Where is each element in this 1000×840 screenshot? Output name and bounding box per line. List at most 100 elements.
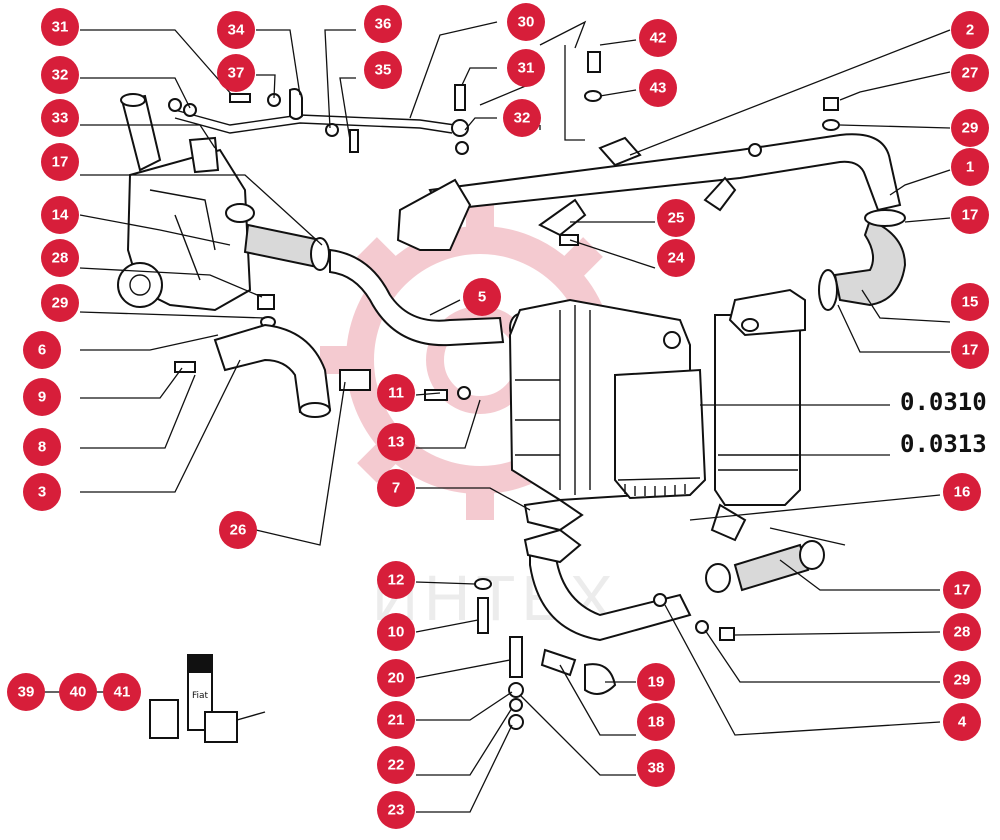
callout-label: 17 — [962, 342, 979, 359]
callout-22[interactable]: 22 — [377, 746, 415, 784]
callout-4[interactable]: 4 — [943, 703, 981, 741]
callout-label: 4 — [958, 714, 967, 731]
callout-label: 5 — [478, 289, 486, 306]
callout-25[interactable]: 25 — [657, 199, 695, 237]
callout-label: 2 — [966, 22, 974, 39]
callout-label: 24 — [668, 250, 685, 267]
callout-41[interactable]: 41 — [103, 673, 141, 711]
callout-label: 40 — [70, 684, 87, 701]
callout-label: 21 — [388, 712, 405, 729]
callout-label: 37 — [228, 65, 245, 82]
callout-label: 23 — [388, 802, 405, 819]
callout-label: 3 — [38, 484, 46, 501]
callout-label: 1 — [966, 159, 974, 176]
callout-39[interactable]: 39 — [7, 673, 45, 711]
callout-17[interactable]: 17 — [943, 571, 981, 609]
callout-40[interactable]: 40 — [59, 673, 97, 711]
bottle-label: Fiat — [192, 691, 209, 701]
callout-27[interactable]: 27 — [951, 54, 989, 92]
callout-label: 31 — [518, 60, 535, 77]
callout-17[interactable]: 17 — [951, 196, 989, 234]
callout-37[interactable]: 37 — [217, 54, 255, 92]
long-upper-pipe — [396, 133, 902, 251]
callout-29[interactable]: 29 — [951, 109, 989, 147]
callout-label: 32 — [52, 67, 69, 84]
callout-label: 36 — [375, 16, 392, 33]
left-rubber-hose — [225, 203, 330, 271]
callout-label: 29 — [52, 295, 69, 312]
callout-6[interactable]: 6 — [23, 331, 61, 369]
callout-20[interactable]: 20 — [377, 659, 415, 697]
callout-13[interactable]: 13 — [377, 423, 415, 461]
callout-label: 27 — [962, 65, 979, 82]
callout-label: 25 — [668, 210, 685, 227]
callout-28[interactable]: 28 — [41, 239, 79, 277]
bottle-cap — [188, 655, 212, 673]
callout-5[interactable]: 5 — [463, 278, 501, 316]
callout-23[interactable]: 23 — [377, 791, 415, 829]
water-pump-assembly — [117, 93, 252, 312]
sealant-kit: Fiat — [149, 654, 266, 743]
callout-label: 17 — [52, 154, 69, 171]
callout-36[interactable]: 36 — [364, 5, 402, 43]
part-code-0310: 0.0310 — [900, 388, 987, 416]
callout-29[interactable]: 29 — [943, 661, 981, 699]
callout-label: 30 — [518, 14, 535, 31]
callout-21[interactable]: 21 — [377, 701, 415, 739]
callout-1[interactable]: 1 — [951, 148, 989, 186]
callout-17[interactable]: 17 — [951, 331, 989, 369]
callout-label: 22 — [388, 757, 405, 774]
callout-30[interactable]: 30 — [507, 3, 545, 41]
callout-28[interactable]: 28 — [943, 613, 981, 651]
callout-9[interactable]: 9 — [23, 378, 61, 416]
callout-label: 26 — [230, 522, 247, 539]
callout-label: 19 — [648, 674, 665, 691]
callout-10[interactable]: 10 — [377, 613, 415, 651]
callout-35[interactable]: 35 — [364, 51, 402, 89]
callout-26[interactable]: 26 — [219, 511, 257, 549]
callout-18[interactable]: 18 — [637, 703, 675, 741]
part-code-0313: 0.0313 — [900, 430, 987, 458]
callout-19[interactable]: 19 — [637, 663, 675, 701]
callout-29[interactable]: 29 — [41, 284, 79, 322]
callout-16[interactable]: 16 — [943, 473, 981, 511]
callout-label: 9 — [38, 389, 46, 406]
callout-label: 29 — [954, 672, 971, 689]
callout-3[interactable]: 3 — [23, 473, 61, 511]
callout-label: 28 — [954, 624, 971, 641]
callout-label: 29 — [962, 120, 979, 137]
right-rubber-hose — [818, 209, 907, 311]
callout-11[interactable]: 11 — [377, 374, 415, 412]
callout-33[interactable]: 33 — [41, 99, 79, 137]
callout-label: 28 — [52, 250, 69, 267]
callout-42[interactable]: 42 — [639, 19, 677, 57]
callout-12[interactable]: 12 — [377, 561, 415, 599]
oil-cooler-canister — [710, 288, 806, 542]
callout-label: 8 — [38, 439, 46, 456]
callout-43[interactable]: 43 — [639, 69, 677, 107]
callout-7[interactable]: 7 — [377, 469, 415, 507]
callout-31[interactable]: 31 — [41, 8, 79, 46]
callout-15[interactable]: 15 — [951, 283, 989, 321]
callout-label: 34 — [228, 22, 245, 39]
callout-17[interactable]: 17 — [41, 143, 79, 181]
callout-label: 39 — [18, 684, 35, 701]
callout-label: 18 — [648, 714, 665, 731]
callout-34[interactable]: 34 — [217, 11, 255, 49]
callout-8[interactable]: 8 — [23, 428, 61, 466]
callout-24[interactable]: 24 — [657, 239, 695, 277]
callout-38[interactable]: 38 — [637, 749, 675, 787]
callout-32[interactable]: 32 — [41, 56, 79, 94]
callout-31[interactable]: 31 — [507, 49, 545, 87]
callout-label: 17 — [962, 207, 979, 224]
callout-label: 7 — [392, 480, 400, 497]
callout-label: 31 — [52, 19, 69, 36]
callout-32[interactable]: 32 — [503, 99, 541, 137]
callout-2[interactable]: 2 — [951, 11, 989, 49]
callout-label: 16 — [954, 484, 971, 501]
callout-label: 13 — [388, 434, 405, 451]
callout-label: 38 — [648, 760, 665, 777]
callout-14[interactable]: 14 — [41, 196, 79, 234]
fittings-top-right — [584, 51, 840, 167]
